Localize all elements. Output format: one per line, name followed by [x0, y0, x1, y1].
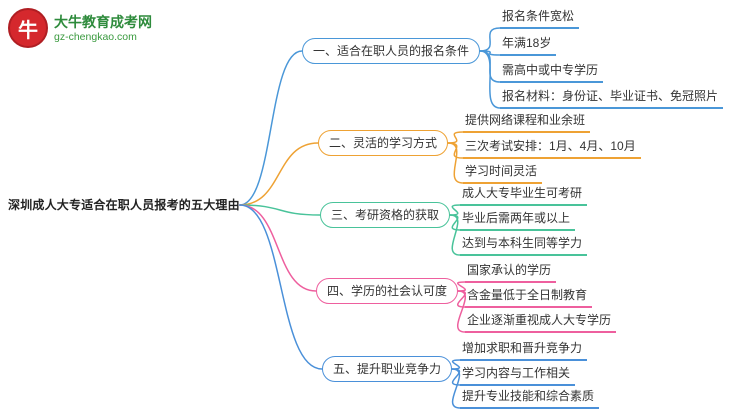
leaf-node: 增加求职和晋升竞争力	[460, 340, 588, 361]
bull-logo-icon: 牛	[8, 8, 48, 48]
root-topic: 深圳成人大专适合在职人员报考的五大理由	[8, 198, 240, 212]
branch-social-recognition: 四、学历的社会认可度	[316, 278, 459, 304]
leaf-node: 国家承认的学历	[465, 262, 557, 283]
branch-registration-conditions: 一、适合在职人员的报名条件	[302, 38, 481, 64]
branch-flexible-learning: 二、灵活的学习方式	[318, 130, 449, 156]
branch-career-competitiveness: 五、提升职业竞争力	[322, 356, 453, 382]
bull-glyph: 牛	[18, 19, 38, 42]
leaf-node: 达到与本科生同等学力	[460, 235, 588, 256]
leaf-node: 年满18岁	[500, 35, 557, 56]
branch-postgrad-eligibility: 三、考研资格的获取	[320, 202, 451, 228]
leaf-node: 企业逐渐重视成人大专学历	[465, 312, 617, 333]
leaf-node: 提供网络课程和业余班	[463, 112, 591, 133]
leaf-node: 报名条件宽松	[500, 8, 580, 29]
site-logo: 牛 大牛教育成考网 gz-chengkao.com	[8, 8, 152, 48]
leaf-node: 提升专业技能和综合素质	[460, 388, 600, 409]
leaf-node: 含金量低于全日制教育	[465, 287, 593, 308]
logo-brand-text: 大牛教育成考网	[54, 13, 152, 30]
leaf-node: 报名材料：身份证、毕业证书、免冠照片	[500, 88, 724, 109]
leaf-node: 毕业后需两年或以上	[460, 210, 576, 231]
leaf-node: 需高中或中专学历	[500, 62, 604, 83]
leaf-node: 学习内容与工作相关	[460, 365, 576, 386]
leaf-node: 成人大专毕业生可考研	[460, 185, 588, 206]
logo-text: 大牛教育成考网 gz-chengkao.com	[54, 13, 152, 44]
logo-domain-text: gz-chengkao.com	[54, 30, 137, 43]
leaf-node: 三次考试安排：1月、4月、10月	[463, 138, 641, 159]
leaf-node: 学习时间灵活	[463, 163, 543, 184]
